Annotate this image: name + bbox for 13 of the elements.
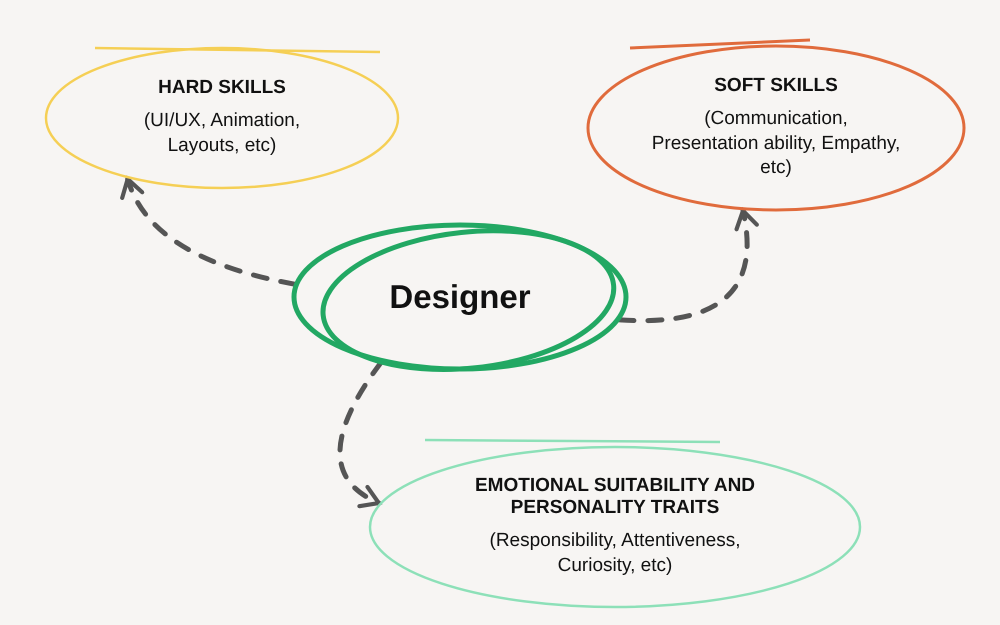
node-description: (Communication, Presentation ability, Empathy, etc) [651,106,901,180]
ellipse-node [586,44,966,212]
node-heading: SOFT SKILLS [714,74,838,97]
node-title: Designer [389,278,531,316]
dashed-arrow [121,176,298,287]
node-description: (Responsibility, Attentiveness, Curiosity, etc) [488,529,742,578]
ellipse-node [44,46,400,190]
node-description: (UI/UX, Animation, Layouts, etc) [142,109,302,158]
node-heading: EMOTIONAL SUITABILITY AND PERSONALITY TRAITS [474,475,756,520]
ellipse-node [292,223,628,371]
ellipse-node [368,445,862,609]
dashed-arrow [617,208,758,324]
node-heading: HARD SKILLS [158,77,286,100]
